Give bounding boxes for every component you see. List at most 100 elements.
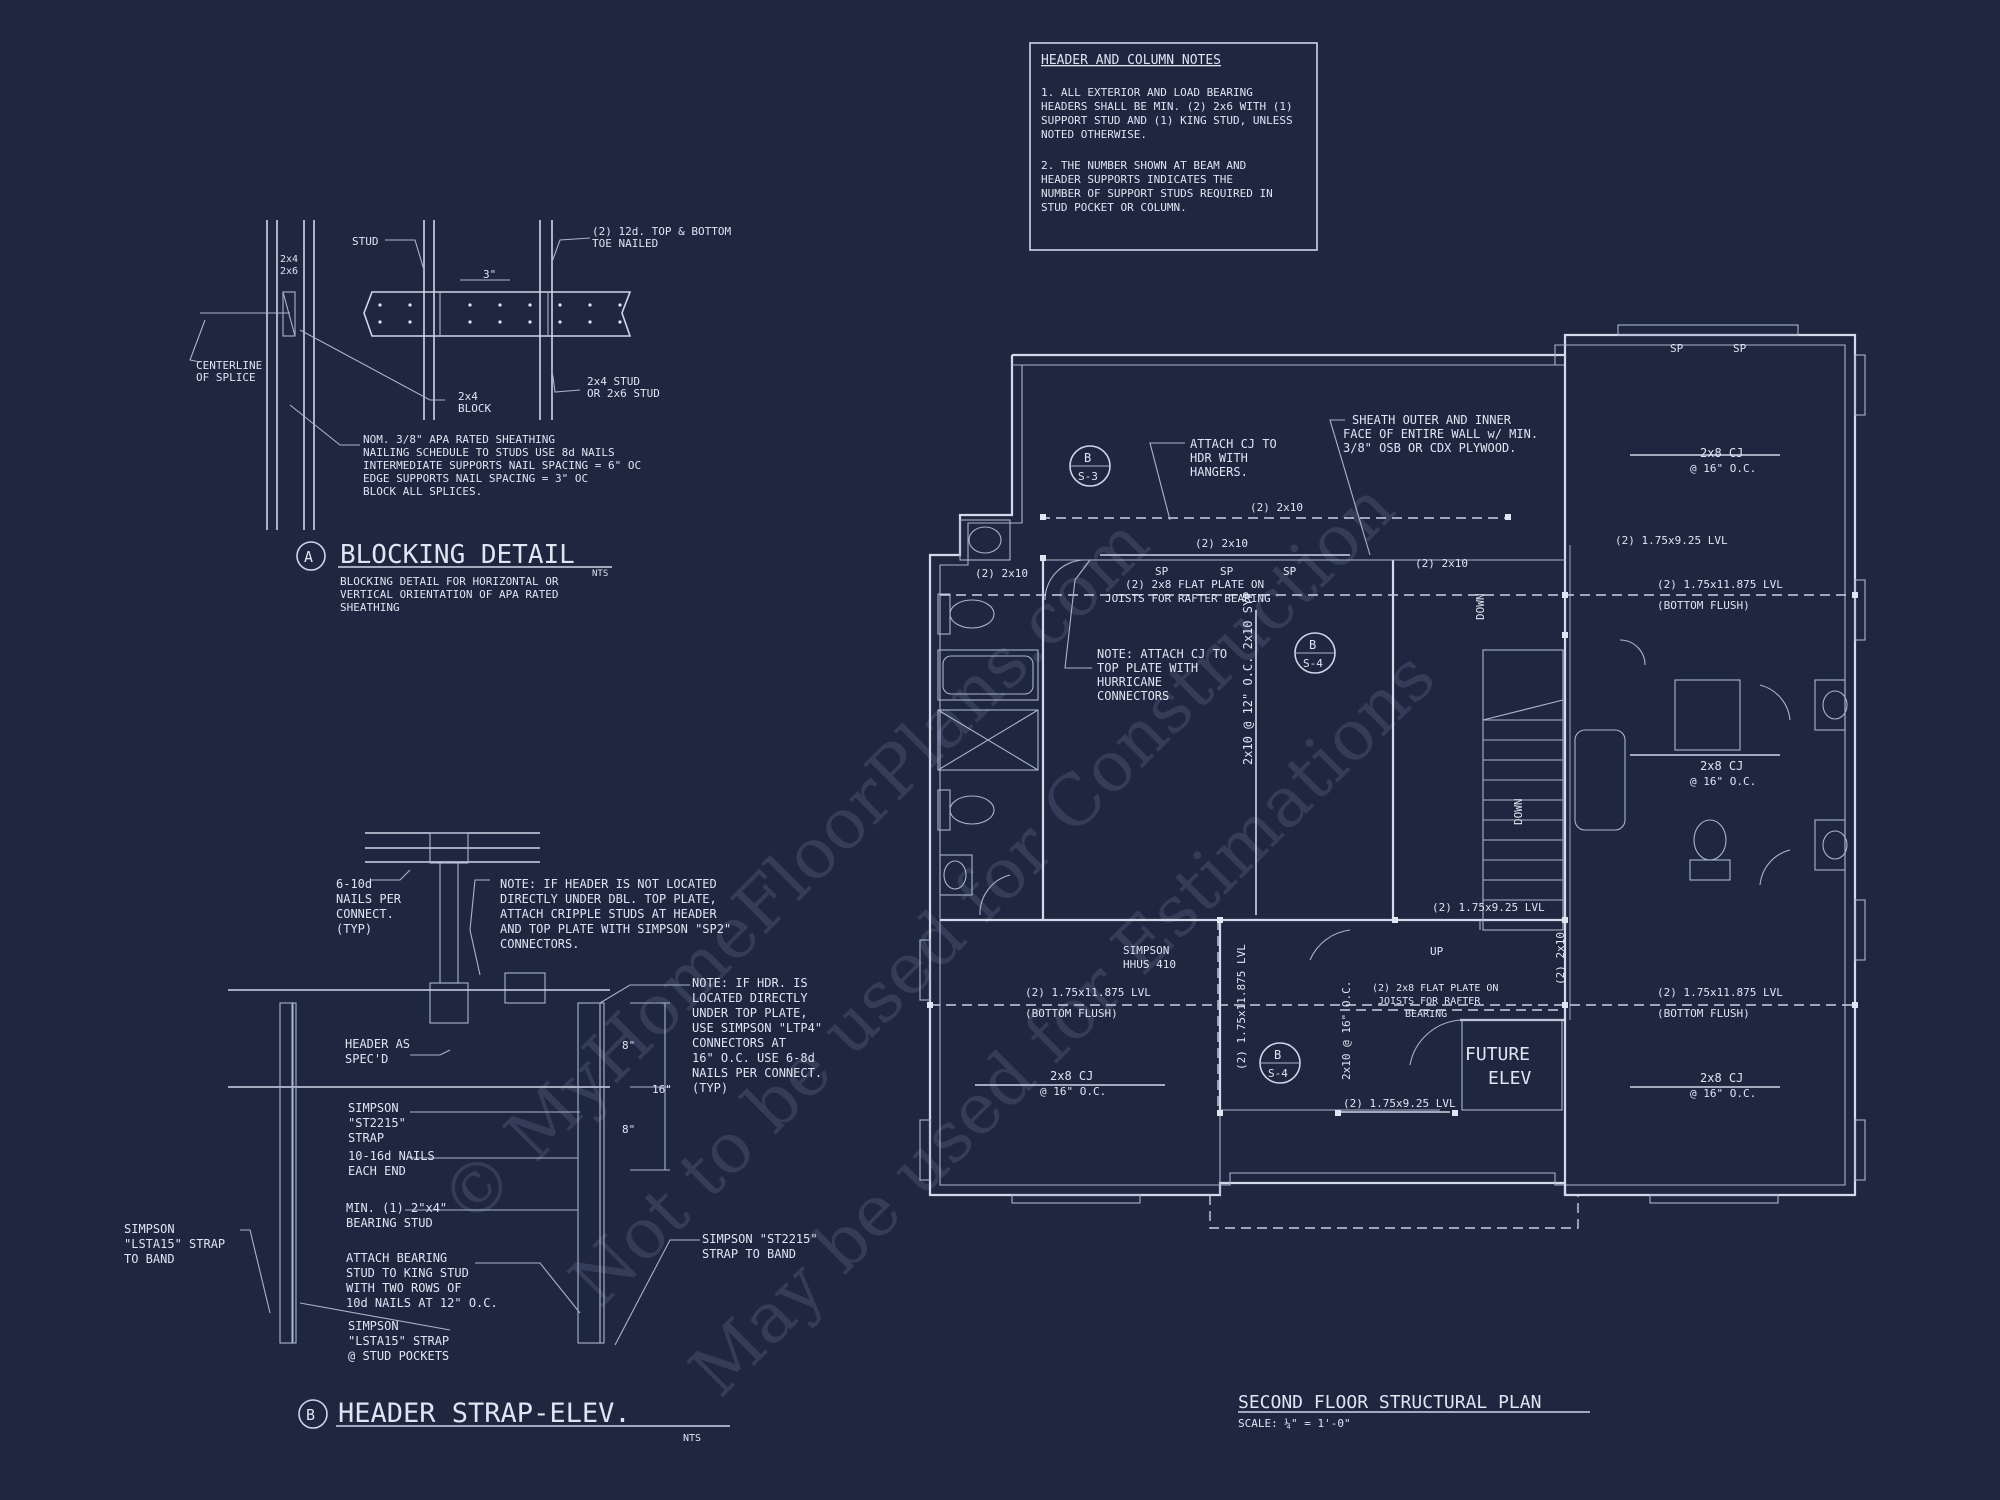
sp-label: SP — [1155, 565, 1169, 578]
sheathing-line: INTERMEDIATE SUPPORTS NAIL SPACING = 6" … — [363, 459, 641, 472]
note1-line: AND TOP PLATE WITH SIMPSON "SP2" — [500, 922, 731, 936]
lsta-label: SIMPSON — [348, 1319, 399, 1333]
tag-sheet: S-4 — [1268, 1067, 1288, 1080]
cj-label: 2x8 CJ — [1050, 1069, 1093, 1083]
hhus-label: HHUS 410 — [1123, 958, 1176, 971]
blocking-scale: NTS — [592, 569, 608, 579]
notes-title: HEADER AND COLUMN NOTES — [1041, 53, 1221, 68]
center-cj-label: 2x10 @ 12" O.C. 2x10 SYP — [1241, 592, 1255, 765]
note2-line: USE SIMPSON "LTP4" — [692, 1021, 822, 1035]
attach-label: WITH TWO ROWS OF — [346, 1281, 462, 1295]
vlvl-label: (2) 1.75x11.875 LVL — [1235, 944, 1248, 1070]
blocking-title: BLOCKING DETAIL — [340, 540, 575, 570]
flush-label: (BOTTOM FLUSH) — [1657, 599, 1750, 612]
flat-plate-note: JOISTS FOR RAFTER — [1378, 996, 1481, 1007]
flush-label: (BOTTOM FLUSH) — [1025, 1007, 1118, 1020]
future-elev-label: FUTURE — [1465, 1044, 1530, 1065]
st2215-label: SIMPSON — [348, 1101, 399, 1115]
centerline-label: OF SPLICE — [196, 371, 256, 384]
nails-label: (2) 12d. TOP & BOTTOM — [592, 225, 731, 238]
flat-plate-note: (2) 2x8 FLAT PLATE ON — [1125, 578, 1264, 591]
nails6-label: (TYP) — [336, 922, 372, 936]
blocking-desc: SHEATHING — [340, 601, 400, 614]
cj-label: 2x8 CJ — [1700, 1071, 1743, 1085]
sp-label: SP — [1220, 565, 1234, 578]
x2-10-label: (2) 2x10 — [1415, 557, 1468, 570]
header-column-notes: HEADER AND COLUMN NOTES 1. ALL EXTERIOR … — [1029, 42, 1318, 251]
lvl-label: (2) 1.75x9.25 LVL — [1343, 1097, 1456, 1110]
lsta-band-label: "LSTA15" STRAP — [124, 1237, 225, 1251]
attach-label: ATTACH BEARING — [346, 1251, 447, 1265]
sp-label: SP — [1283, 565, 1297, 578]
strap-dim: 8" — [622, 1123, 635, 1136]
sheath-note: 3/8" OSB OR CDX PLYWOOD. — [1343, 441, 1516, 455]
note2-line: NAILS PER CONNECT. — [692, 1066, 822, 1080]
attach-cj-note: HANGERS. — [1190, 465, 1248, 479]
up-label: UP — [1430, 945, 1444, 958]
cj-label: @ 16" O.C. — [1690, 462, 1756, 475]
sheathing-line: EDGE SUPPORTS NAIL SPACING = 3" OC — [363, 472, 588, 485]
down-label: DOWN — [1512, 799, 1525, 826]
lvl-label: (2) 1.75x9.25 LVL — [1615, 534, 1728, 547]
header-strap-elevation: 8" 16" 8" 6-10d NAILS PER CONNECT. (TYP)… — [124, 832, 822, 1444]
note-1-line: HEADERS SHALL BE MIN. (2) 2x6 WITH (1) — [1041, 100, 1293, 113]
block-label: 2x4 — [458, 390, 478, 403]
size-label: 2x4 — [280, 254, 298, 265]
attach-label: STUD TO KING STUD — [346, 1266, 469, 1280]
note2-line: LOCATED DIRECTLY — [692, 991, 808, 1005]
note1-line: DIRECTLY UNDER DBL. TOP PLATE, — [500, 892, 717, 906]
blocking-detail: 3" STUD 2x4 2x6 (2) 12d. TOP & BOTTOM TO… — [189, 220, 731, 614]
x2-10-label: (2) 2x10 — [1195, 537, 1248, 550]
lvl-label: (2) 1.75x9.25 LVL — [1432, 901, 1545, 914]
second-floor-plan: B S-3 B S-4 B S-4 ATTACH CJ TO HDR WITH … — [919, 324, 1866, 1430]
bearing-label: BEARING STUD — [346, 1216, 433, 1230]
nails6-label: 6-10d — [336, 877, 372, 891]
sp-label: SP — [1670, 342, 1684, 355]
detail-mark-letter: B — [306, 1406, 315, 1424]
attach-cj-note: ATTACH CJ TO — [1190, 437, 1277, 451]
note1-line: NOTE: IF HEADER IS NOT LOCATED — [500, 877, 717, 891]
plan-title: SECOND FLOOR STRUCTURAL PLAN — [1238, 1392, 1541, 1413]
note2-line: NOTE: IF HDR. IS — [692, 976, 808, 990]
note-1-line: 1. ALL EXTERIOR AND LOAD BEARING — [1041, 86, 1253, 99]
sheathing-line: NAILING SCHEDULE TO STUDS USE 8d NAILS — [363, 446, 615, 459]
lvl-label: (2) 1.75x11.875 LVL — [1025, 986, 1151, 999]
strap-title: HEADER STRAP-ELEV. — [338, 1398, 631, 1429]
note-2-line: HEADER SUPPORTS INDICATES THE — [1041, 173, 1233, 186]
hurricane-note: NOTE: ATTACH CJ TO — [1097, 647, 1227, 661]
lvl-label: (2) 1.75x11.875 LVL — [1657, 986, 1783, 999]
centerline-label: CENTERLINE — [196, 359, 262, 372]
nails6-label: CONNECT. — [336, 907, 394, 921]
notes-frame — [1029, 42, 1318, 251]
cj-label: @ 16" O.C. — [1690, 1087, 1756, 1100]
nails10-label: EACH END — [348, 1164, 406, 1178]
down-label: DOWN — [1474, 594, 1487, 621]
tag-letter: B — [1309, 638, 1316, 652]
sheath-note: SHEATH OUTER AND INNER — [1352, 413, 1512, 427]
detail-mark-letter: A — [304, 548, 313, 566]
note2-line: 16" O.C. USE 6-8d — [692, 1051, 815, 1065]
attach-label: 10d NAILS AT 12" O.C. — [346, 1296, 498, 1310]
note-2-line: STUD POCKET OR COLUMN. — [1041, 201, 1187, 214]
bearing-label: MIN. (1) 2"x4" — [346, 1201, 447, 1215]
cj-label: @ 16" O.C. — [1690, 775, 1756, 788]
sheathing-line: NOM. 3/8" APA RATED SHEATHING — [363, 433, 555, 446]
blocking-desc: VERTICAL ORIENTATION OF APA RATED — [340, 588, 559, 601]
st-band-label: STRAP TO BAND — [702, 1247, 796, 1261]
blocking-desc: BLOCKING DETAIL FOR HORIZONTAL OR — [340, 575, 559, 588]
stair — [1482, 649, 1564, 931]
x2-10-label: (2) 2x10 — [1250, 501, 1303, 514]
st-band-label: SIMPSON "ST2215" — [702, 1232, 818, 1246]
sheath-note: FACE OF ENTIRE WALL w/ MIN. — [1343, 427, 1538, 441]
v2x10-label: 2x10 @ 16" O.C. — [1340, 981, 1353, 1080]
strap-scale: NTS — [683, 1433, 701, 1444]
header-label: HEADER AS — [345, 1037, 410, 1051]
lvl-label: (2) 1.75x11.875 LVL — [1657, 578, 1783, 591]
lsta-band-label: SIMPSON — [124, 1222, 175, 1236]
nails6-label: NAILS PER — [336, 892, 402, 906]
header-label: SPEC'D — [345, 1052, 388, 1066]
cj-label: 2x8 CJ — [1700, 759, 1743, 773]
flat-plate-note: (2) 2x8 FLAT PLATE ON — [1372, 983, 1498, 994]
note1-line: CONNECTORS. — [500, 937, 579, 951]
